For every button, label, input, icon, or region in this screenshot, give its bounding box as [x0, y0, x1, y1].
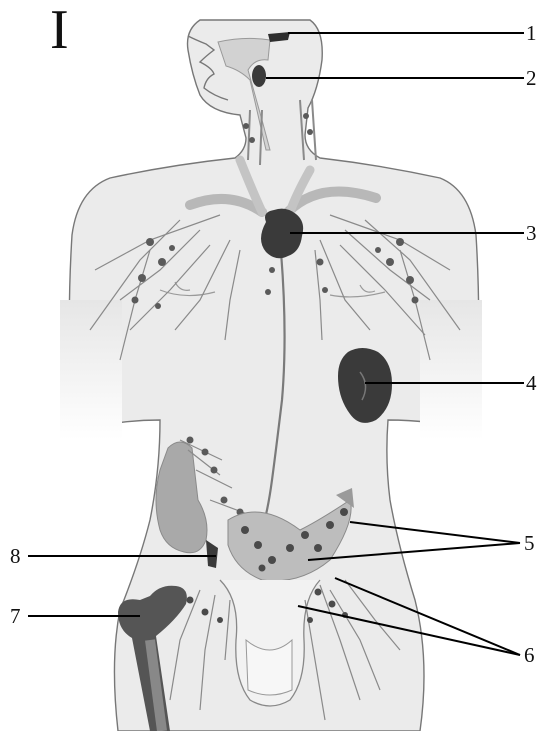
- callout-label-8: 8: [10, 545, 21, 567]
- callout-label-6: 6: [524, 644, 535, 666]
- callout-label-4: 4: [526, 372, 537, 394]
- callout-label-5: 5: [524, 532, 535, 554]
- right-arm-fade: [420, 300, 482, 440]
- organ-2-tonsil: [252, 65, 266, 87]
- callout-label-7: 7: [10, 605, 21, 627]
- callout-label-2: 2: [526, 67, 537, 89]
- left-arm-fade: [60, 300, 122, 440]
- callout-label-3: 3: [526, 222, 537, 244]
- panel-label: I: [50, 2, 69, 58]
- callout-label-1: 1: [526, 22, 537, 44]
